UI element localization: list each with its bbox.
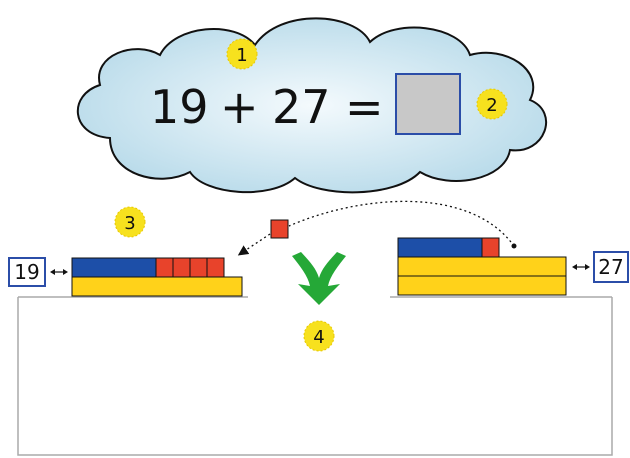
left-unit-cube (172, 257, 191, 278)
left-unit-cube (155, 257, 174, 278)
right-unit-cube (481, 237, 500, 258)
dotted-drop-arrow (237, 233, 271, 256)
svg-text:4: 4 (313, 327, 324, 348)
thought-cloud (76, 17, 548, 194)
step-badge-3: 3 (114, 206, 146, 238)
answer-box[interactable] (395, 73, 461, 135)
svg-text:1: 1 (236, 45, 247, 66)
right-number-label: 27 (593, 251, 629, 283)
svg-text:3: 3 (124, 213, 135, 234)
equation-equals-sign: = (345, 80, 384, 134)
right-ten-bar (397, 256, 567, 277)
move-start-dot (511, 243, 517, 249)
table-outline (17, 296, 613, 456)
step-badge-2: 2 (476, 88, 508, 120)
svg-text:19: 19 (14, 260, 39, 284)
left-blue-bar (71, 257, 157, 278)
right-blue-bar (397, 237, 483, 258)
left-number-label: 19 (8, 257, 46, 287)
right-double-arrow (572, 264, 590, 270)
dotted-move-path (288, 200, 515, 247)
equation-plus-sign: + (220, 80, 259, 134)
equation-right-number: 27 (272, 80, 331, 134)
left-unit-cube (189, 257, 208, 278)
svg-text:27: 27 (598, 255, 623, 279)
equation-left-number: 19 (150, 80, 209, 134)
svg-text:2: 2 (486, 95, 497, 116)
moving-unit-cube[interactable] (270, 219, 289, 239)
merge-arrow-icon (292, 252, 346, 305)
step-badge-4: 4 (303, 320, 335, 352)
step-badge-1: 1 (226, 38, 258, 70)
left-unit-cube (206, 257, 225, 278)
left-double-arrow (50, 269, 68, 275)
right-ten-bar (397, 275, 567, 296)
left-ten-bar (71, 276, 243, 297)
